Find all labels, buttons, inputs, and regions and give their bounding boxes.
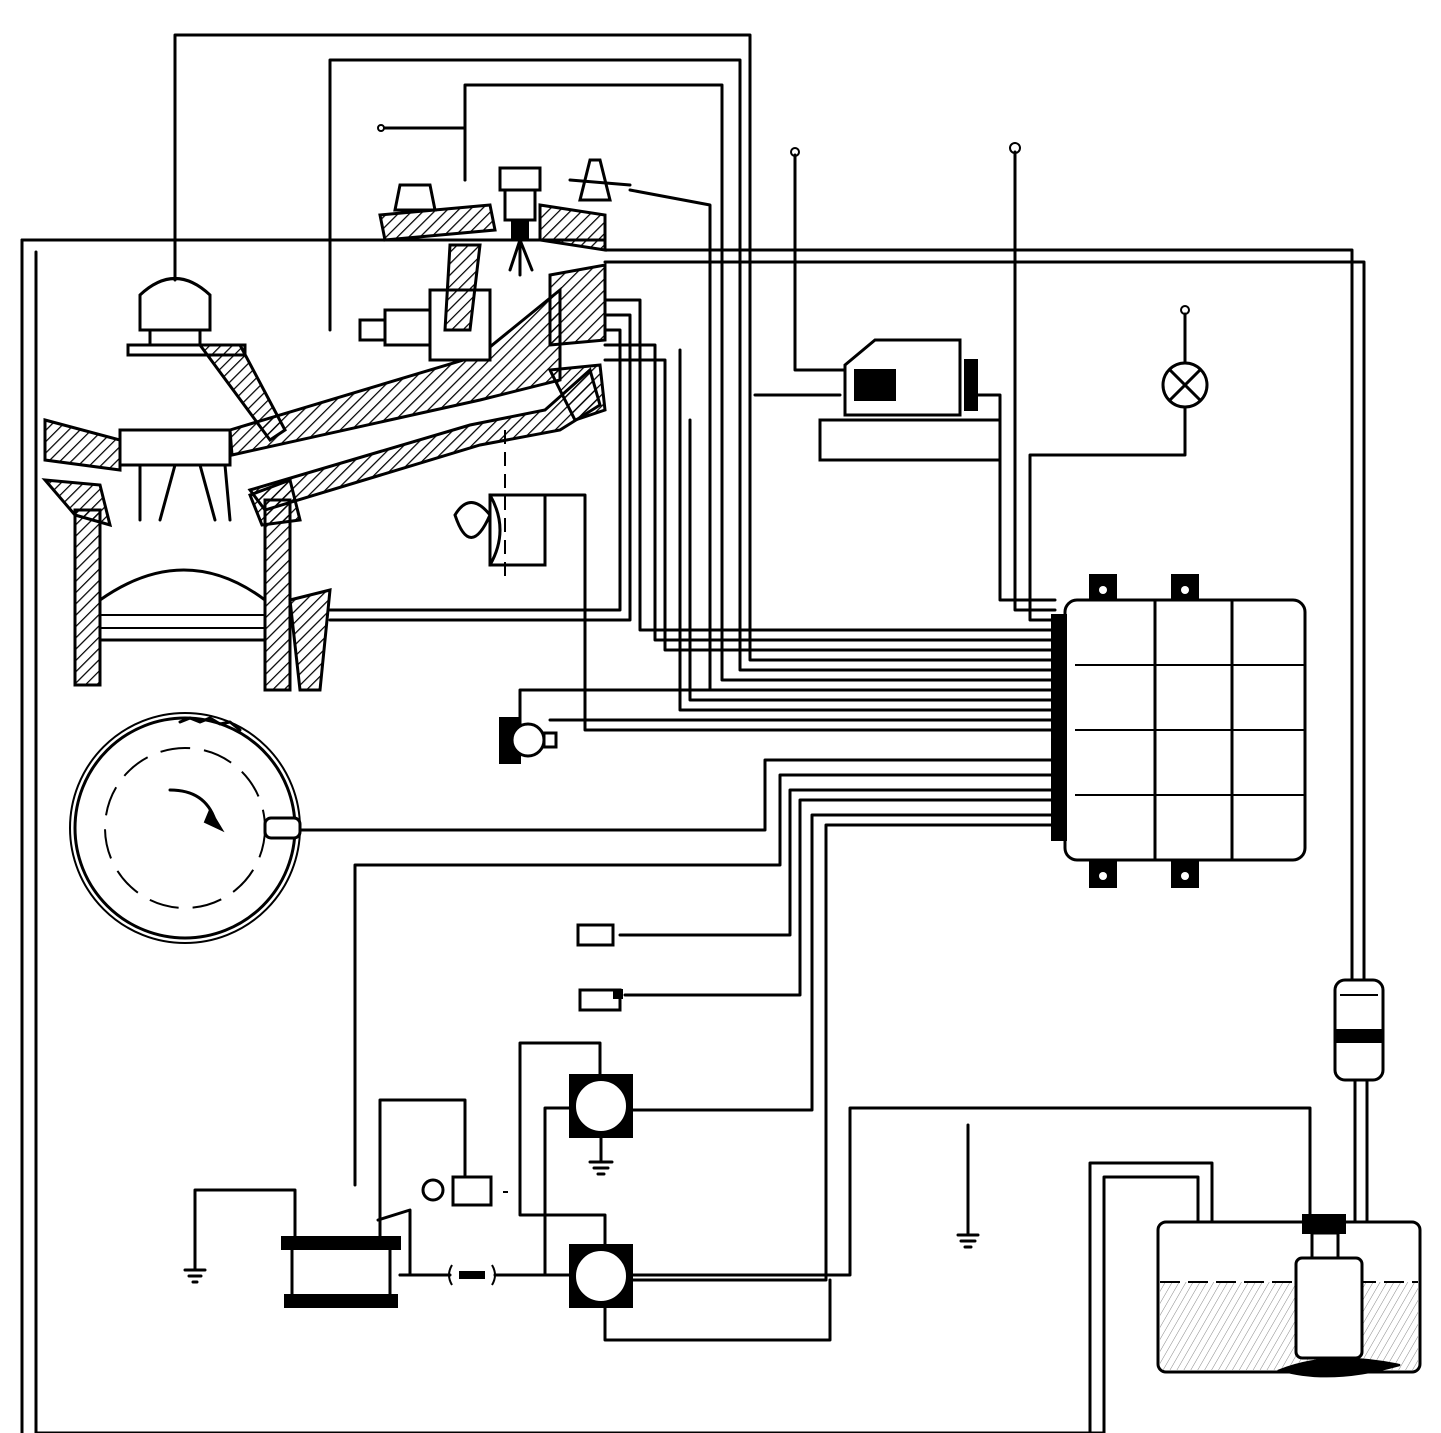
ignition-switch-icon [421,1175,508,1207]
battery-icon [193,1098,467,1308]
fuel-return-line [20,238,1369,1433]
connector-icon [578,988,622,1012]
sensor-wiring [298,758,1057,1282]
power-supply-wire [1013,150,1057,612]
throttle-icon [499,717,558,764]
relay-icon [518,1041,633,1277]
engine-cross-section [41,158,632,692]
tank-icon [1156,1220,1422,1374]
relay-icon [518,1088,1312,1342]
ignition-coil-icon [753,147,1057,602]
fuse-icon [398,1264,547,1286]
lamp-icon [1028,305,1209,622]
filter-icon [1333,978,1385,1082]
sensor-icon [263,816,302,840]
pump-icon [1276,1214,1401,1378]
engine-wiring-harness [173,33,1057,732]
power-terminal-icon [1009,142,1021,154]
connector-icon [576,923,615,947]
control-unit-icon [1051,574,1307,888]
ground-icon [183,1123,980,1284]
